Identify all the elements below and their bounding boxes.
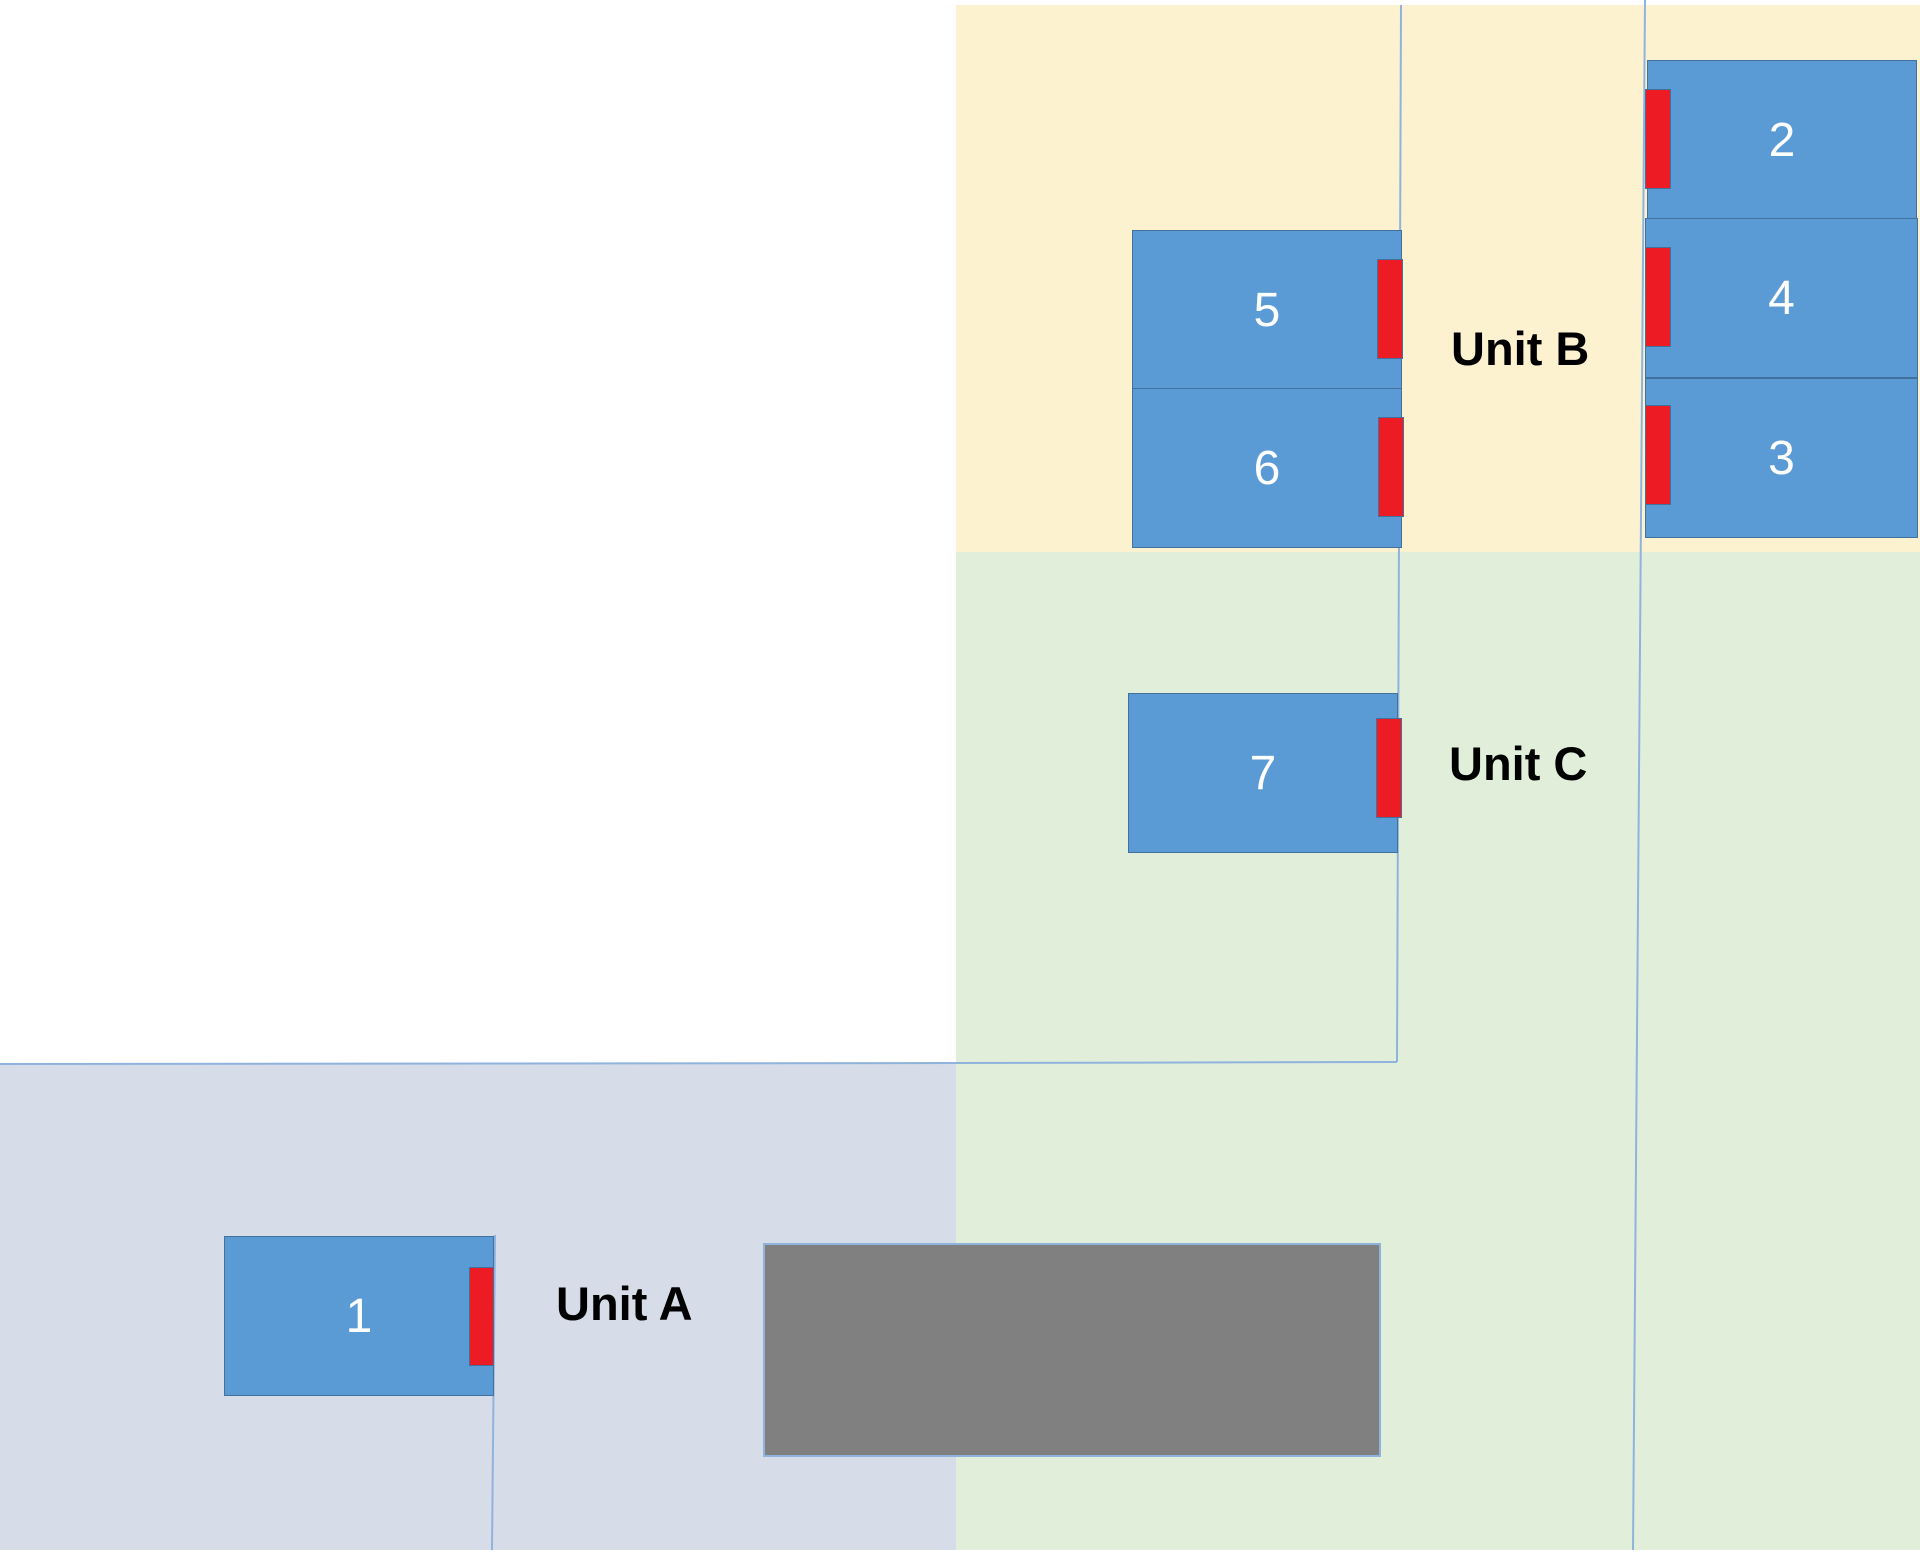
- bay-3-marker: [1645, 405, 1671, 505]
- unit-c-label: Unit C: [1449, 737, 1588, 790]
- bay-2: 2: [1647, 60, 1917, 220]
- bay-number: 1: [345, 1289, 373, 1343]
- bay-5: 5: [1132, 230, 1402, 390]
- bay-4: 4: [1645, 218, 1918, 378]
- bay-number: 7: [1249, 746, 1277, 800]
- bay-number: 3: [1768, 431, 1795, 485]
- bay-7: 7: [1128, 693, 1398, 853]
- unit-b-label: Unit B: [1451, 322, 1590, 375]
- bay-6: 6: [1132, 388, 1402, 548]
- unit-a-label: Unit A: [556, 1277, 693, 1330]
- bay-6-marker: [1378, 417, 1404, 517]
- unit-c-inner-boundary-horizontal: [955, 1061, 1398, 1064]
- bay-number: 6: [1253, 441, 1281, 495]
- right-divider-line: [1632, 0, 1646, 1551]
- bay-1-marker: [469, 1267, 494, 1366]
- bay-number: 5: [1253, 283, 1281, 337]
- bay-2-marker: [1645, 89, 1671, 189]
- bay-5-marker: [1377, 259, 1403, 359]
- bay-number: 4: [1768, 271, 1795, 325]
- bay-7-marker: [1376, 718, 1402, 818]
- obstacle-block: [763, 1243, 1381, 1457]
- bay-3: 3: [1645, 378, 1918, 538]
- bay-1: 1: [224, 1236, 494, 1396]
- unit-a-top-boundary: [0, 1062, 957, 1065]
- bay-number: 2: [1768, 113, 1796, 167]
- bay-4-marker: [1645, 247, 1671, 347]
